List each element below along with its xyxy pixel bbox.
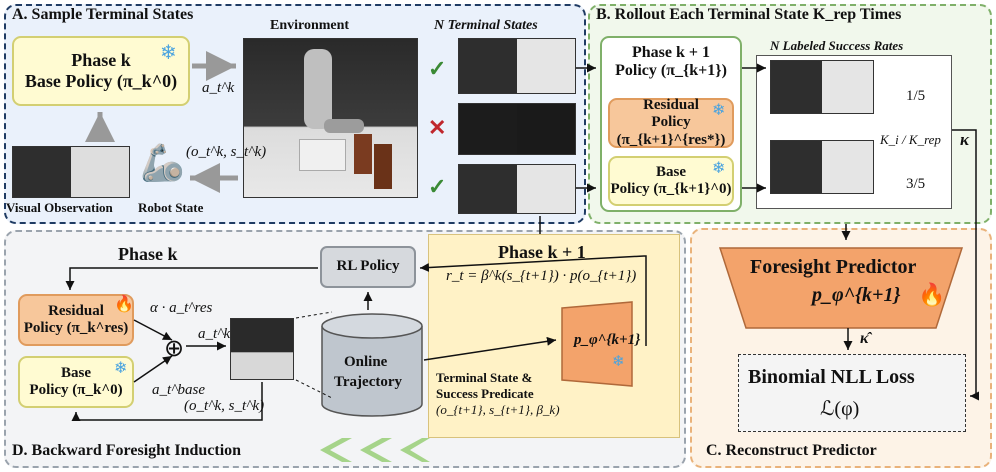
rl-policy-label: RL Policy (336, 258, 400, 275)
snowflake-icon: ❄ (160, 42, 177, 64)
sum-icon: ⊕ (164, 336, 185, 362)
policy-k1-label: Policy (π_{k+1}) (615, 62, 727, 80)
foresight-predictor-label: Foresight Predictor (750, 256, 917, 278)
success-image-stack-2 (770, 140, 874, 194)
residual-k-label-1: Residual (48, 302, 104, 319)
base-policy-k-box: Base Policy (π_k^0) (18, 356, 134, 408)
panel-b-title: B. Rollout Each Terminal State K_rep Tim… (596, 6, 902, 23)
terminal-state-label-1: Terminal State & (436, 370, 533, 385)
terminal-state-1 (458, 38, 576, 94)
phase-k1-region (428, 234, 680, 438)
base-k1-label-2: Policy (π_{k+1}^0) (610, 181, 732, 197)
phase-k-base-policy-box: Phase k Base Policy (π_k^0) (12, 36, 190, 106)
panel-a-title: A. Sample Terminal States (12, 6, 194, 23)
residual-action-label: α · a_t^res (150, 300, 213, 316)
loss-symbol: ℒ(φ) (820, 398, 860, 420)
check-icon: ✓ (428, 56, 447, 81)
ratio-label: K_i / K_rep (880, 132, 941, 147)
combined-action-label: a_t^k (198, 326, 231, 342)
snowflake-icon: ❄ (712, 102, 726, 119)
foresight-predictor-symbol: p_φ^{k+1} (812, 284, 901, 306)
phase-k-title: Phase k (118, 244, 178, 264)
predictor-shape (561, 301, 633, 387)
terminal-state-label-3: (o_{t+1}, s_{t+1}, β_k) (436, 402, 560, 417)
residual-k-label-2: Policy (π_k^res) (23, 320, 129, 336)
action-label: a_t^k (202, 80, 235, 96)
snowflake-icon: ❄ (612, 354, 625, 370)
base-k1-label-1: Base (656, 163, 686, 180)
residual-policy-k1-box: Residual Policy (π_{k+1}^{res*}) (608, 97, 734, 148)
database-icon (321, 313, 423, 417)
check-icon: ✓ (428, 174, 447, 199)
chevron-arrows-icon (320, 438, 430, 462)
residual-k1-label-1: Residual (643, 97, 699, 114)
success-rate-2: 3/5 (906, 176, 926, 192)
snowflake-icon: ❄ (114, 360, 128, 377)
rl-policy-box[interactable]: RL Policy (320, 246, 416, 288)
success-rate-1: 1/5 (906, 88, 926, 104)
binomial-loss-label: Binomial NLL Loss (748, 366, 915, 388)
binomial-loss-box (738, 354, 966, 432)
base-action-label: a_t^base (152, 382, 205, 398)
kappa-label: κ (960, 130, 970, 149)
base-k-label-1: Base (61, 364, 91, 381)
terminal-state-3 (458, 164, 576, 214)
base-policy-k1-box: Base Policy (π_{k+1}^0) (608, 156, 734, 206)
state-label-d: (o_t^k, s_t^k) (184, 398, 265, 414)
kappa-hat-label: κ̂ (860, 330, 869, 347)
visual-observation-image (12, 146, 130, 198)
rollout-image (230, 318, 294, 380)
predictor-symbol: p_φ^{k+1} (574, 332, 641, 348)
panel-d-title: D. Backward Foresight Induction (12, 442, 242, 459)
phase-k-label: Phase k (71, 50, 131, 71)
terminal-states-title: N Terminal States (434, 18, 538, 33)
foresight-predictor-shape (718, 247, 964, 329)
fire-icon: 🔥 (918, 282, 946, 307)
reward-formula: r_t = β^k(s_{t+1}) · p(o_{t+1}) (446, 268, 637, 284)
environment-image (243, 38, 418, 198)
online-label: Online (344, 354, 388, 370)
robot-state-label: Robot State (138, 200, 204, 215)
environment-title: Environment (270, 18, 350, 33)
terminal-state-label-2: Success Predicate (436, 386, 534, 401)
state-label-a: (o_t^k, s_t^k) (186, 144, 267, 160)
fire-icon: 🔥 (114, 296, 134, 313)
cross-icon: ✕ (428, 115, 447, 140)
residual-k1-label-2: Policy (π_{k+1}^{res*}) (616, 114, 726, 148)
terminal-state-2 (458, 103, 576, 155)
base-policy-label: Base Policy (π_k^0) (24, 71, 178, 91)
success-image-stack-1 (770, 60, 874, 114)
success-rates-title: N Labeled Success Rates (770, 38, 904, 53)
robot-arm-icon: 🦾 (140, 143, 185, 183)
snowflake-icon: ❄ (712, 160, 726, 177)
phase-k1-label: Phase k + 1 (631, 44, 710, 61)
phase-k1-title: Phase k + 1 (498, 242, 586, 262)
panel-c-title: C. Reconstruct Predictor (706, 442, 877, 459)
trajectory-label: Trajectory (334, 374, 403, 390)
residual-policy-k-box: Residual Policy (π_k^res) (18, 294, 134, 346)
visual-observation-label: Visual Observation (6, 200, 113, 215)
base-k-label-2: Policy (π_k^0) (29, 382, 123, 398)
